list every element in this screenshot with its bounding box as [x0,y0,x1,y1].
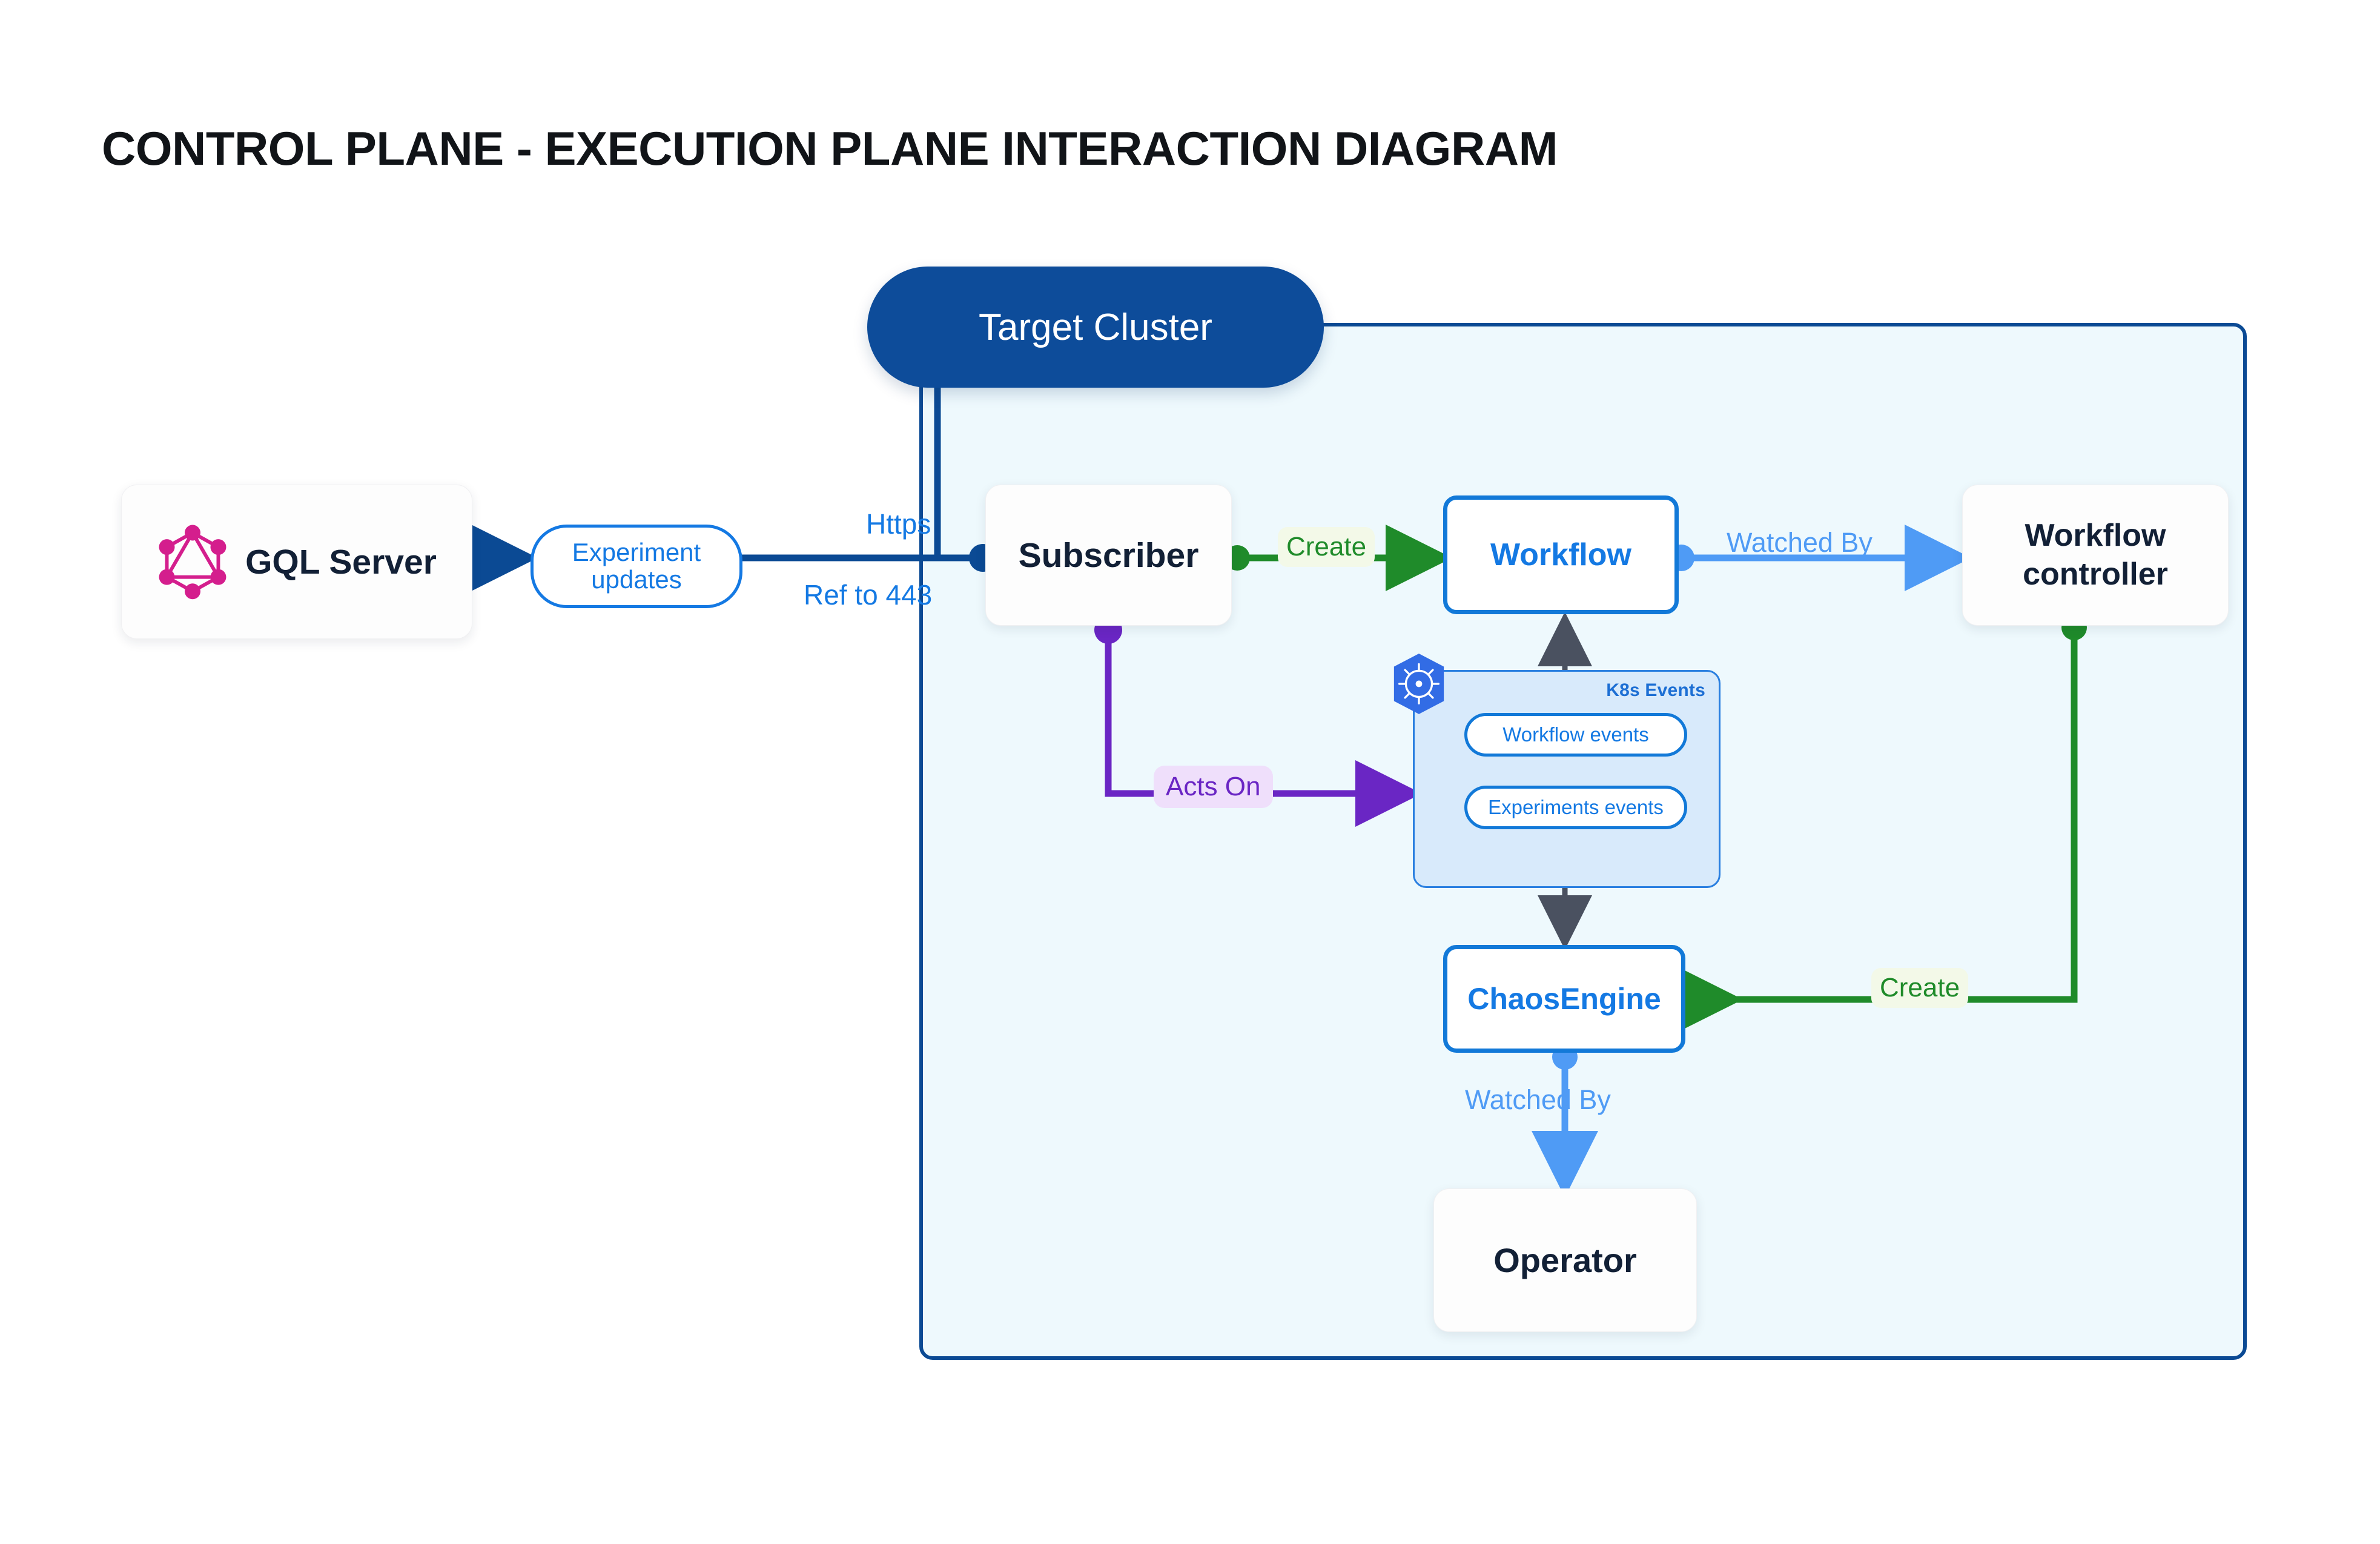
kubernetes-icon [1389,652,1449,715]
k8s-events-group: K8s Events Workflow events Experiments e… [1393,653,1721,888]
node-workflow[interactable]: Workflow [1443,495,1679,614]
node-workflow-label: Workflow [1490,537,1632,572]
node-subscriber[interactable]: Subscriber [985,485,1232,626]
edge-label-watched-by-operator: Watched By [1465,1084,1611,1115]
node-gql-server-label: GQL Server [245,542,437,581]
edge-label-experiment-updates: Experiment updates [531,525,742,608]
target-cluster-label: Target Cluster [979,306,1212,348]
edge-label-experiment-updates-line1: Experiment [572,538,701,567]
node-chaosengine[interactable]: ChaosEngine [1443,945,1685,1053]
edge-label-create-chaosengine: Create [1871,968,1969,1008]
k8s-event-workflow-events[interactable]: Workflow events [1464,713,1687,757]
node-gql-server[interactable]: GQL Server [121,485,472,639]
node-chaosengine-label: ChaosEngine [1467,982,1661,1016]
node-operator-label: Operator [1493,1241,1637,1279]
page-title: CONTROL PLANE - EXECUTION PLANE INTERACT… [102,122,1558,175]
node-subscriber-label: Subscriber [1018,535,1199,575]
edge-label-https: Https [866,508,931,540]
edge-label-ref-to-443: Ref to 443 [804,579,933,611]
node-workflow-controller-label: Workflow controller [2023,517,2168,594]
edge-label-experiment-updates-line2: updates [591,565,682,594]
node-workflow-controller-line2: controller [2023,556,2168,592]
edge-label-create-workflow: Create [1278,527,1375,567]
graphql-icon [157,523,228,601]
node-workflow-controller[interactable]: Workflow controller [1962,485,2229,626]
k8s-events-title: K8s Events [1606,680,1705,700]
node-operator[interactable]: Operator [1433,1188,1697,1332]
node-workflow-controller-line1: Workflow [2025,518,2166,554]
edge-label-watched-by-workflow: Watched By [1727,527,1873,558]
k8s-event-workflow-events-label: Workflow events [1502,723,1649,746]
k8s-event-experiments-events[interactable]: Experiments events [1464,786,1687,829]
target-cluster-title: Target Cluster [867,267,1324,388]
k8s-event-experiments-events-label: Experiments events [1488,796,1664,818]
edge-label-acts-on: Acts On [1154,766,1273,808]
